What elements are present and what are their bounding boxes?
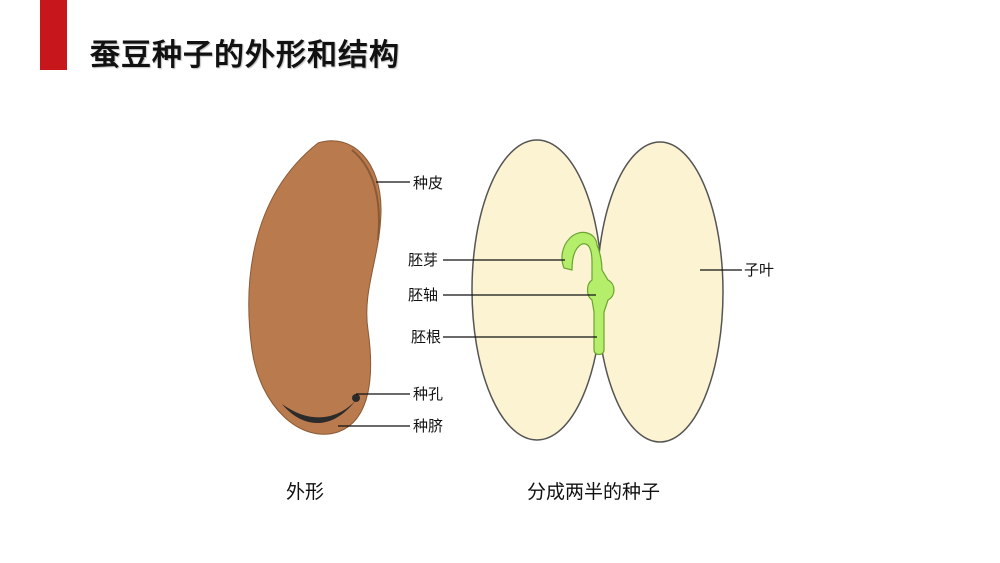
label-hypocotyl: 胚轴 <box>408 286 438 304</box>
label-cotyledon: 子叶 <box>744 261 774 279</box>
cotyledon-right <box>596 141 724 443</box>
micropyle-mark <box>352 394 360 402</box>
hilum-mark <box>282 400 356 424</box>
accent-bar <box>40 0 67 70</box>
page-title: 蚕豆种子的外形和结构 <box>90 38 400 73</box>
label-seed-coat: 种皮 <box>413 174 443 192</box>
label-plumule: 胚芽 <box>408 251 438 269</box>
seed-coat-shape <box>248 140 382 435</box>
embryo-shape <box>561 231 615 356</box>
leader-lines <box>338 181 742 427</box>
caption-outer-shape: 外形 <box>286 481 324 503</box>
label-hilum: 种脐 <box>413 417 443 435</box>
label-micropyle: 种孔 <box>413 385 443 403</box>
label-radicle: 胚根 <box>411 328 441 346</box>
caption-split-seed: 分成两半的种子 <box>527 481 660 503</box>
seed-coat-rim <box>351 149 380 241</box>
bean-exterior <box>248 140 382 435</box>
cotyledon-left <box>471 139 603 441</box>
bean-split-view <box>471 139 724 443</box>
